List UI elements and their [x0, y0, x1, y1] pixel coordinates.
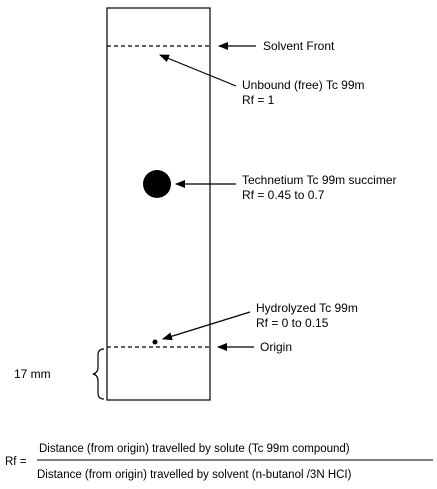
hydrolyzed-label-line1: Hydrolyzed Tc 99m — [256, 301, 358, 315]
formula-denominator: Distance (from origin) travelled by solv… — [37, 469, 352, 481]
formula-lhs: Rf = — [5, 456, 27, 468]
distance-label: 17 mm — [14, 367, 51, 381]
unbound-label-line2: Rf = 1 — [242, 93, 275, 107]
unbound-label-line1: Unbound (free) Tc 99m — [242, 78, 365, 92]
technetium-label-line2: Rf = 0.45 to 0.7 — [242, 188, 325, 202]
distance-brace — [92, 348, 105, 400]
hydrolyzed-arrow — [162, 311, 251, 341]
unbound-arrow — [159, 54, 237, 87]
chromatography-strip — [106, 7, 211, 401]
solvent-front-label: Solvent Front — [263, 39, 335, 53]
formula-numerator: Distance (from origin) travelled by solu… — [39, 443, 350, 455]
hydrolyzed-label-line2: Rf = 0 to 0.15 — [256, 316, 329, 330]
technetium-spot — [143, 170, 171, 198]
hydrolyzed-spot — [152, 339, 158, 345]
technetium-label-line1: Technetium Tc 99m succimer — [242, 173, 397, 187]
origin-label: Origin — [260, 340, 292, 354]
